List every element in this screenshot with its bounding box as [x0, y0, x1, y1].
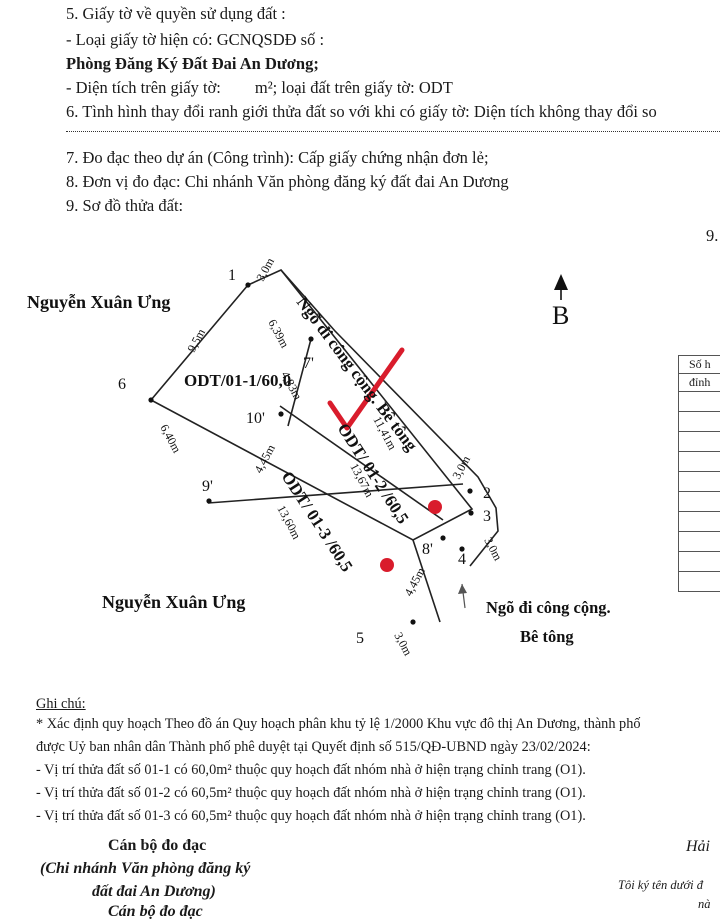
table-row: 3	[679, 452, 720, 472]
section-9-line: 9. Sơ đồ thửa đất:	[66, 196, 183, 216]
point-label-8: 8'	[422, 541, 433, 558]
point-label-5: 5	[356, 630, 364, 647]
right-place-date: Hải	[686, 838, 710, 856]
table-row: 6	[679, 552, 720, 572]
surveyor-office-line-1: (Chi nhánh Văn phòng đăng ký	[40, 860, 250, 878]
vertex-2	[467, 488, 472, 493]
point-label-7: 7'	[303, 355, 314, 372]
issuing-office-suffix: ;	[313, 54, 319, 73]
vertex-10	[278, 411, 283, 416]
note-approval: được Uỷ ban nhân dân Thành phố phê duyệt…	[36, 738, 591, 756]
section-6-line: 6. Tình hình thay đổi ranh giới thửa đất…	[66, 102, 657, 122]
vertex-6	[148, 397, 153, 402]
table-row: 9'	[679, 532, 720, 552]
dim-1-top: 3,0m	[253, 255, 277, 284]
table-row: 8'	[679, 492, 720, 512]
vertex-8	[440, 535, 445, 540]
surveyor-title-2: Cán bộ đo đạc	[108, 903, 203, 921]
dim-6-1: 9,5m	[184, 326, 208, 355]
vertex-7	[308, 336, 313, 341]
section-8-line: 8. Đơn vị đo đạc: Chi nhánh Văn phòng đă…	[66, 172, 509, 192]
red-marker-01-2	[428, 500, 442, 514]
point-label-2: 2	[483, 485, 491, 502]
document-type-line: - Loại giấy tờ hiện có: GCNQSDĐ số :	[66, 30, 324, 50]
point-label-4: 4	[458, 551, 466, 568]
note-parcel-01-2: - Vị trí thửa đất số 01-2 có 60,5m² thuộ…	[36, 784, 586, 802]
lane-label-bottom-2: Bê tông	[520, 627, 574, 646]
table-row: 2	[679, 432, 720, 452]
notes-title: Ghi chú:	[36, 695, 86, 713]
vertex-1	[245, 282, 250, 287]
dim-8-5: 4,45m	[401, 564, 428, 598]
point-label-9: 9'	[202, 478, 213, 495]
note-parcel-01-3: - Vị trí thửa đất số 01-3 có 60,5m² thuộ…	[36, 807, 586, 825]
vertex-3	[468, 510, 473, 515]
area-suffix: m²; loại đất trên giấy tờ: ODT	[255, 78, 453, 97]
vertex-5	[410, 619, 415, 624]
right-sign-note: Tôi ký tên dưới đ	[618, 878, 703, 893]
table-row: 5	[679, 512, 720, 532]
table-header-1: Số h	[679, 356, 720, 374]
table-row: 7'	[679, 412, 720, 432]
surveyor-office-line-2: đất đai An Dương)	[92, 883, 216, 901]
vertex-9	[206, 498, 211, 503]
dim-10-9: 4,45m	[251, 441, 278, 475]
point-label-6: 6	[118, 376, 126, 393]
boundary-9-2	[208, 484, 463, 503]
area-prefix: - Diện tích trên giấy tờ:	[66, 78, 221, 97]
north-label: B	[552, 301, 569, 330]
lane-pointer-head	[458, 584, 467, 594]
note-parcel-01-1: - Vị trí thửa đất số 01-1 có 60,0m² thuộ…	[36, 761, 586, 779]
point-label-10: 10'	[246, 410, 265, 427]
point-label-3: 3	[483, 508, 491, 525]
dim-2-top: 3,0m	[449, 453, 473, 482]
red-marker-01-3	[380, 558, 394, 572]
document-area-line: - Diện tích trên giấy tờ: m²; loại đất tr…	[66, 78, 453, 98]
dim-5-bottom: 3,0m	[391, 630, 415, 659]
table-header-2: đỉnh	[679, 374, 720, 392]
table-row: 1	[679, 572, 720, 592]
street-label-top: Nguyễn Xuân Ưng	[27, 292, 170, 312]
issuing-office-name: Phòng Đăng Ký Đất Đai An Dương	[66, 54, 313, 73]
section-7-line: 7. Đo đạc theo dự án (Công trình): Cấp g…	[66, 148, 489, 168]
section-5-title: 5. Giấy tờ về quyền sử dụng đất :	[66, 4, 286, 24]
lane-label-bottom-1: Ngõ đi công cộng.	[486, 598, 611, 617]
north-arrow	[554, 274, 568, 300]
table-row: 4	[679, 472, 720, 492]
parcel-label-01-1: ODT/01-1/60,0	[184, 371, 291, 390]
dotted-fill-line	[66, 131, 720, 132]
note-planning: * Xác định quy hoạch Theo đồ án Quy hoạc…	[36, 715, 641, 733]
right-sign-note-2: nà	[698, 897, 711, 912]
street-label-bottom: Nguyễn Xuân Ưng	[102, 592, 245, 612]
parcel-diagram: Nguyễn Xuân Ưng Nguyễn Xuân Ưng Ngõ đi c…	[0, 238, 720, 688]
surveyor-title: Cán bộ đo đạc	[108, 837, 206, 855]
dim-1-7: 6,39m	[265, 317, 292, 351]
dim-6-9: 6,40m	[157, 422, 184, 456]
point-label-1: 1	[228, 267, 236, 284]
table-row: 1	[679, 392, 720, 412]
issuing-office: Phòng Đăng Ký Đất Đai An Dương;	[66, 54, 319, 74]
vertex-table: Số h đỉnh 1 7' 2 3 4 8' 5 9' 6 1	[678, 355, 720, 592]
dim-4-right: 3,0m	[481, 535, 505, 564]
